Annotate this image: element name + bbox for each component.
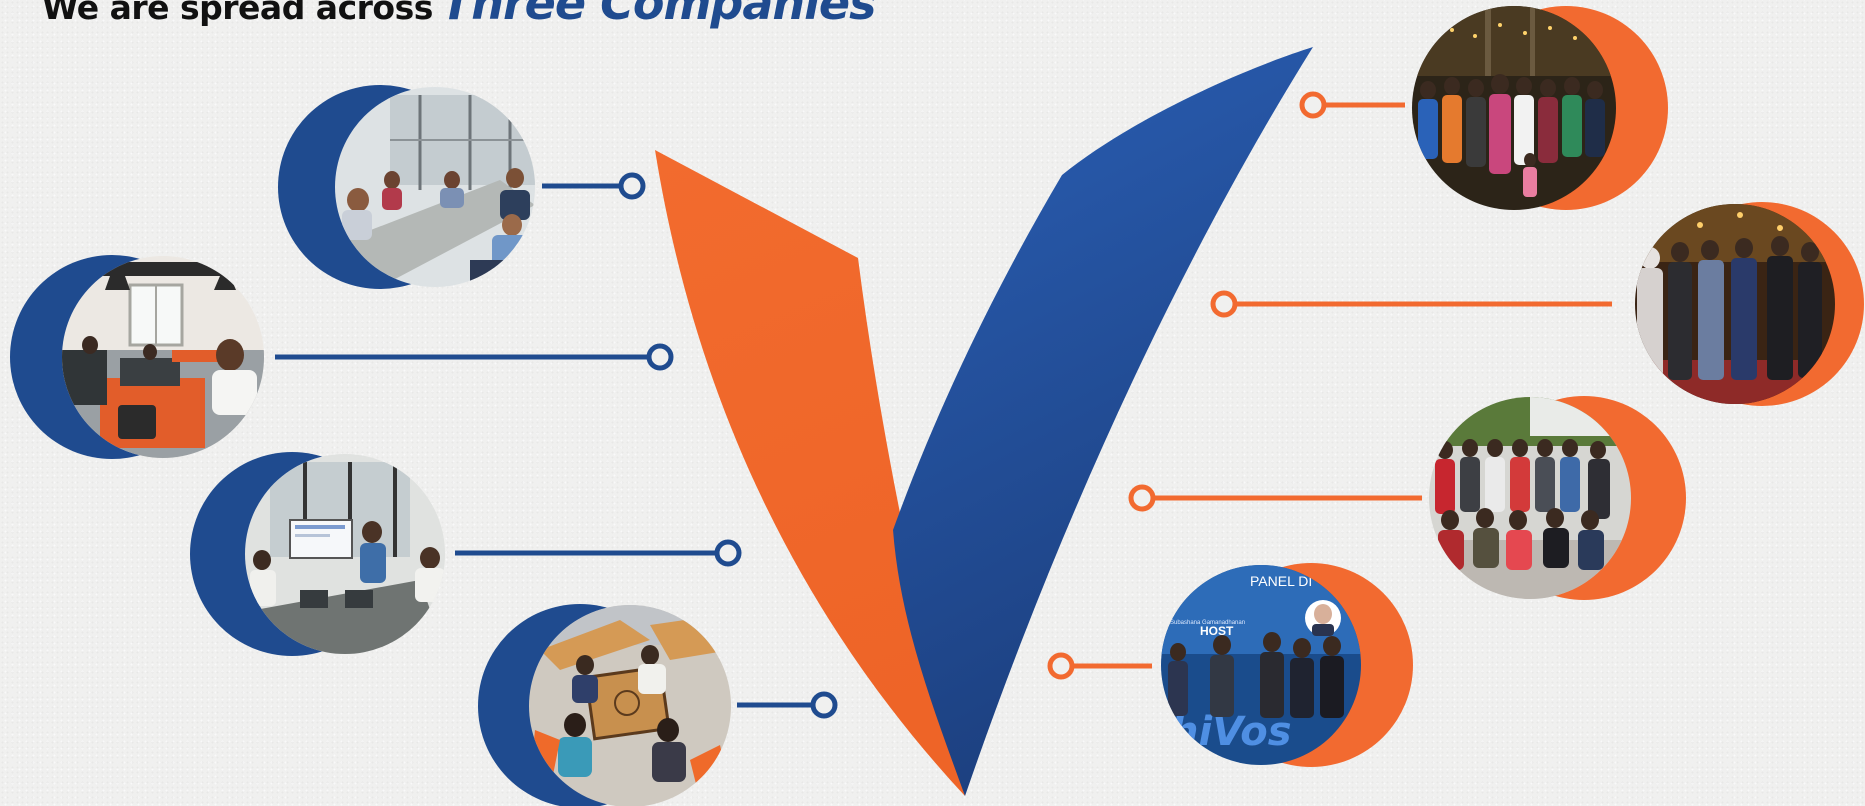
v-logo-orange-stroke bbox=[655, 150, 965, 796]
panel-sign-host: HOST bbox=[1200, 624, 1234, 638]
photo-formal-event bbox=[1635, 202, 1864, 406]
photo-presentation bbox=[190, 452, 445, 656]
v-logo-blue-stroke bbox=[893, 47, 1313, 796]
panel-sign-subtitle: Subashana Gamanadhanan bbox=[1170, 620, 1245, 626]
photo-office-team bbox=[1429, 396, 1686, 600]
photo-carrom-game bbox=[478, 604, 731, 806]
photo-night-event bbox=[1412, 6, 1668, 210]
connector-node-left-3 bbox=[714, 539, 742, 567]
photo-panel-discussion: PANEL DI Subashana Gamanadhanan HOST hiV… bbox=[1161, 563, 1413, 767]
connector-node-right-3 bbox=[1128, 484, 1156, 512]
right-connectors bbox=[1047, 91, 1612, 680]
heading-emphasis: Three Companies bbox=[440, 0, 877, 30]
heading-lead: We are spread across bbox=[42, 0, 433, 27]
connector-node-left-2 bbox=[646, 343, 674, 371]
connector-node-right-4 bbox=[1047, 652, 1075, 680]
panel-sign-title: PANEL DI bbox=[1250, 573, 1312, 589]
connector-node-left-4 bbox=[810, 691, 838, 719]
photo-meeting-room bbox=[278, 85, 535, 289]
page-heading: We are spread across Three Companies bbox=[42, 0, 876, 27]
connector-node-right-2 bbox=[1210, 290, 1238, 318]
connector-node-right-1 bbox=[1299, 91, 1327, 119]
v-logo bbox=[655, 47, 1313, 796]
left-connectors bbox=[275, 172, 838, 719]
photo-open-office bbox=[10, 255, 264, 459]
connector-node-left-1 bbox=[618, 172, 646, 200]
